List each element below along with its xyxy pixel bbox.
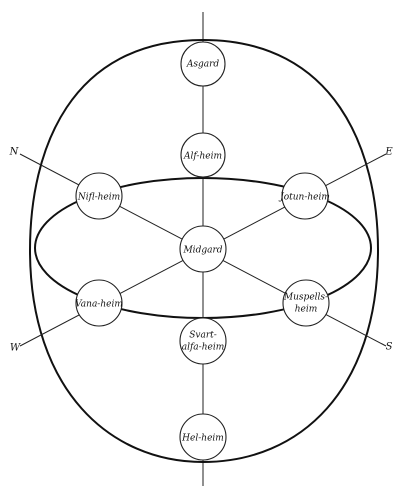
node-alfheim: Alf-heim [180, 132, 226, 178]
node-muspellsheim: Muspells- heim [282, 279, 330, 327]
muspellsheim-label-line-2: heim [295, 305, 318, 315]
outer-boundary [28, 38, 380, 464]
node-niflheim: Nifl-heim [75, 172, 123, 220]
node-vanaheim: Vana-heim [75, 279, 123, 327]
helheim-label: Hel-heim [181, 434, 224, 444]
jotunheim-label: Jotun-heim [278, 193, 330, 203]
svartalfaheim-label-line-2: alfa-heim [182, 343, 225, 353]
direction-east: E [384, 147, 393, 158]
direction-north: N [9, 147, 20, 158]
niflheim-label: Nifl-heim [77, 193, 120, 203]
node-midgard: Midgard [179, 225, 227, 273]
node-asgard: Asgard [180, 41, 226, 87]
node-jotunheim: Jotun-heim [278, 172, 330, 220]
alfheim-label: Alf-heim [183, 152, 222, 162]
direction-south: S [386, 342, 393, 353]
node-svartalfaheim: Svart- alfa-heim [179, 317, 227, 365]
direction-west: W [10, 343, 21, 354]
muspellsheim-label-line-1: Muspells- [283, 293, 328, 303]
node-helheim: Hel-heim [179, 413, 227, 461]
vanaheim-label: Vana-heim [75, 300, 123, 310]
svartalfaheim-label-line-1: Svart- [189, 331, 217, 341]
midgard-label: Midgard [182, 246, 222, 256]
asgard-label: Asgard [186, 60, 220, 70]
